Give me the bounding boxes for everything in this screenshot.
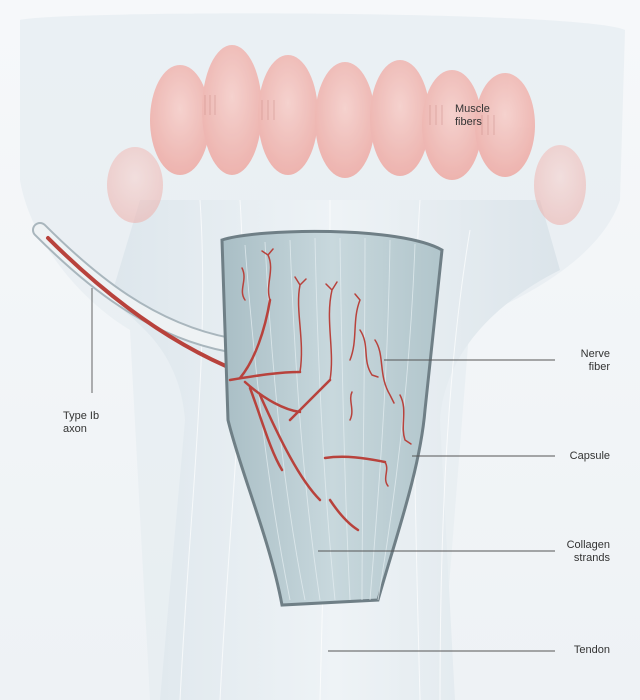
muscle-fiber: [150, 65, 210, 175]
label-type-ib-axon: Type Ib axon: [63, 410, 100, 435]
nerve-branch: [328, 498, 360, 532]
nerve-branch: [228, 370, 302, 382]
label-muscle-fibers: Muscle fibers: [455, 103, 490, 128]
nerve-branch: [238, 298, 272, 380]
nerve-branch: [288, 378, 332, 422]
muscle-fiber: [422, 70, 482, 180]
muscle-fiber: [107, 147, 163, 223]
nerve-fiber: [228, 298, 387, 532]
nerve-branch: [243, 380, 302, 414]
label-tendon: Tendon: [573, 644, 610, 656]
label-capsule: Capsule: [569, 450, 610, 462]
nerve-terminals: [241, 248, 412, 487]
capsule: [220, 229, 444, 607]
nerve-branch: [323, 455, 387, 464]
muscle-fibers: [107, 45, 586, 225]
muscle-fiber: [475, 73, 535, 177]
muscle-fiber: [258, 55, 318, 175]
nerve-branch: [258, 393, 322, 502]
type-ib-axon: [46, 236, 242, 374]
muscle-striations: [204, 95, 495, 135]
muscle-fiber: [315, 62, 375, 178]
muscle-fiber: [202, 45, 262, 175]
nerve-branch: [248, 386, 284, 472]
muscle-fiber: [534, 145, 586, 225]
label-collagen-strands: Collagen strands: [566, 539, 610, 564]
label-nerve-fiber: Nerve fiber: [580, 348, 610, 373]
leader-lines: [91, 288, 555, 652]
muscle-fiber: [370, 60, 430, 176]
